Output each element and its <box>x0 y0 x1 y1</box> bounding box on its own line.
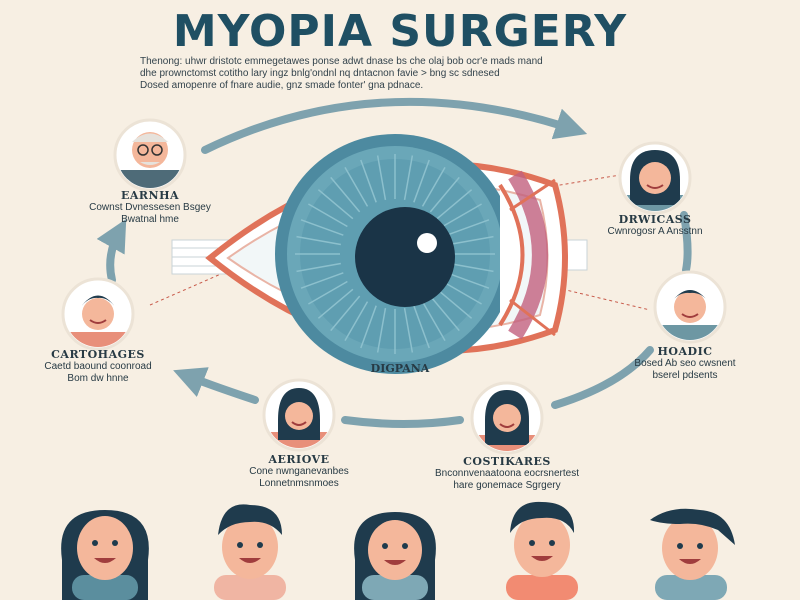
iris-fiber <box>442 203 482 228</box>
person-avatar-icon <box>618 141 692 215</box>
node-desc: Bwatnal hme <box>121 214 179 225</box>
arrow-left-icon <box>96 218 127 284</box>
iris-fiber <box>429 295 460 332</box>
node-name: EARNHA <box>120 189 180 202</box>
node-name: HOADIC <box>657 345 713 358</box>
node-label-top-left: EARNHA Cownst Dvnessesen Bsgey Bwatnal h… <box>70 190 230 226</box>
node-desc: Cwnrogosr A Ansstnn <box>607 226 703 237</box>
person-avatar-icon <box>650 508 735 600</box>
person-avatar-icon <box>653 270 727 344</box>
node-desc: Bom dw hnne <box>67 373 129 384</box>
node-desc: Bnconnvenaatoona eocrsnertest <box>435 468 579 479</box>
leader-lines <box>149 174 651 311</box>
iris-fiber <box>296 262 341 273</box>
intro-line: dhe prownctomst cotitho lary ingz bnlg'o… <box>140 68 500 79</box>
node-desc: bserel pdsents <box>652 370 718 381</box>
person-avatar-icon <box>470 381 544 455</box>
iris-fiber <box>344 301 369 341</box>
person-avatar-icon <box>214 504 286 600</box>
node-label-bottom-left: AERIOVE Cone nwnganevanbes Lonnetnmsnmoe… <box>224 454 374 490</box>
node-name: DRWICASS <box>618 213 692 226</box>
node-desc: Caetd baound coonroad <box>44 361 152 372</box>
person-avatar-icon <box>506 501 578 600</box>
iris-fiber <box>308 280 348 305</box>
person-avatar-icon <box>262 378 336 452</box>
iris-fiber <box>403 155 414 200</box>
iris-fiber <box>449 235 494 246</box>
iris-fiber <box>360 305 377 349</box>
node-desc: Lonnetnmsnmoes <box>259 478 339 489</box>
node-name: CARTOHAGES <box>51 348 145 361</box>
arrow-top-icon <box>201 97 588 154</box>
node-label-right: HOADIC Bosed Ab seo cwsnent bserel pdsen… <box>620 346 750 382</box>
iris-fiber <box>442 280 482 305</box>
iris-fiber <box>413 305 430 349</box>
person-avatar-icon <box>113 118 187 192</box>
iris-fiber <box>376 155 387 200</box>
node-desc: Cownst Dvnessesen Bsgey <box>89 202 211 213</box>
node-label-bottom-right: COSTIKARES Bnconnvenaatoona eocrsnertest… <box>422 456 592 492</box>
iris-fiber <box>436 288 473 319</box>
center-label: DIGPANA <box>370 362 430 375</box>
node-name: AERIOVE <box>268 453 330 466</box>
page-title: MYOPIA SURGERY <box>172 6 628 57</box>
iris-fiber <box>300 272 344 289</box>
iris-fiber <box>421 167 446 207</box>
arrow-bottom-left-icon <box>173 367 259 404</box>
iris-fiber <box>413 159 430 203</box>
iris-fiber <box>330 295 361 332</box>
iris-fiber <box>360 159 377 203</box>
iris-fiber <box>296 235 341 246</box>
intro-text: Thenong: uhwr dristotc emmegetawes ponse… <box>140 56 660 92</box>
person-avatar-icon <box>61 277 135 351</box>
node-desc: Bosed Ab seo cwsnent <box>634 358 736 369</box>
iris-fiber <box>344 167 369 207</box>
node-desc: Cone nwnganevanbes <box>249 466 349 477</box>
cycle-arrows <box>96 97 692 428</box>
bottom-people-row <box>61 501 735 600</box>
iris-fiber <box>317 288 354 319</box>
intro-line: Thenong: uhwr dristotc emmegetawes ponse… <box>140 56 543 67</box>
arrow-bottom-icon <box>341 416 464 428</box>
iris-fiber <box>429 176 460 213</box>
node-desc: hare gonemace Sgrgery <box>453 480 561 491</box>
eye-diagram-icon <box>171 134 588 374</box>
node-label-top-right: DRWICASS Cwnrogosr A Ansstnn <box>585 214 725 238</box>
person-avatar-icon <box>61 510 149 600</box>
iris-fiber <box>449 262 494 273</box>
arrow-bottom-right-icon <box>551 346 654 409</box>
iris-fiber <box>446 219 490 236</box>
iris-fiber <box>376 308 387 353</box>
iris-fiber <box>308 203 348 228</box>
intro-line: Dosed amopenre of fnare audie, gnz smade… <box>140 80 424 91</box>
iris-fiber <box>446 272 490 289</box>
arrow-right-icon <box>680 211 692 274</box>
iris-fiber <box>300 219 344 236</box>
iris-fiber <box>330 176 361 213</box>
iris-fiber <box>436 189 473 220</box>
iris-fiber <box>317 189 354 220</box>
node-name: COSTIKARES <box>463 455 551 468</box>
node-label-left: CARTOHAGES Caetd baound coonroad Bom dw … <box>28 349 168 385</box>
iris-fiber <box>421 301 446 341</box>
person-avatar-icon <box>354 512 436 600</box>
iris-fiber <box>403 308 414 353</box>
